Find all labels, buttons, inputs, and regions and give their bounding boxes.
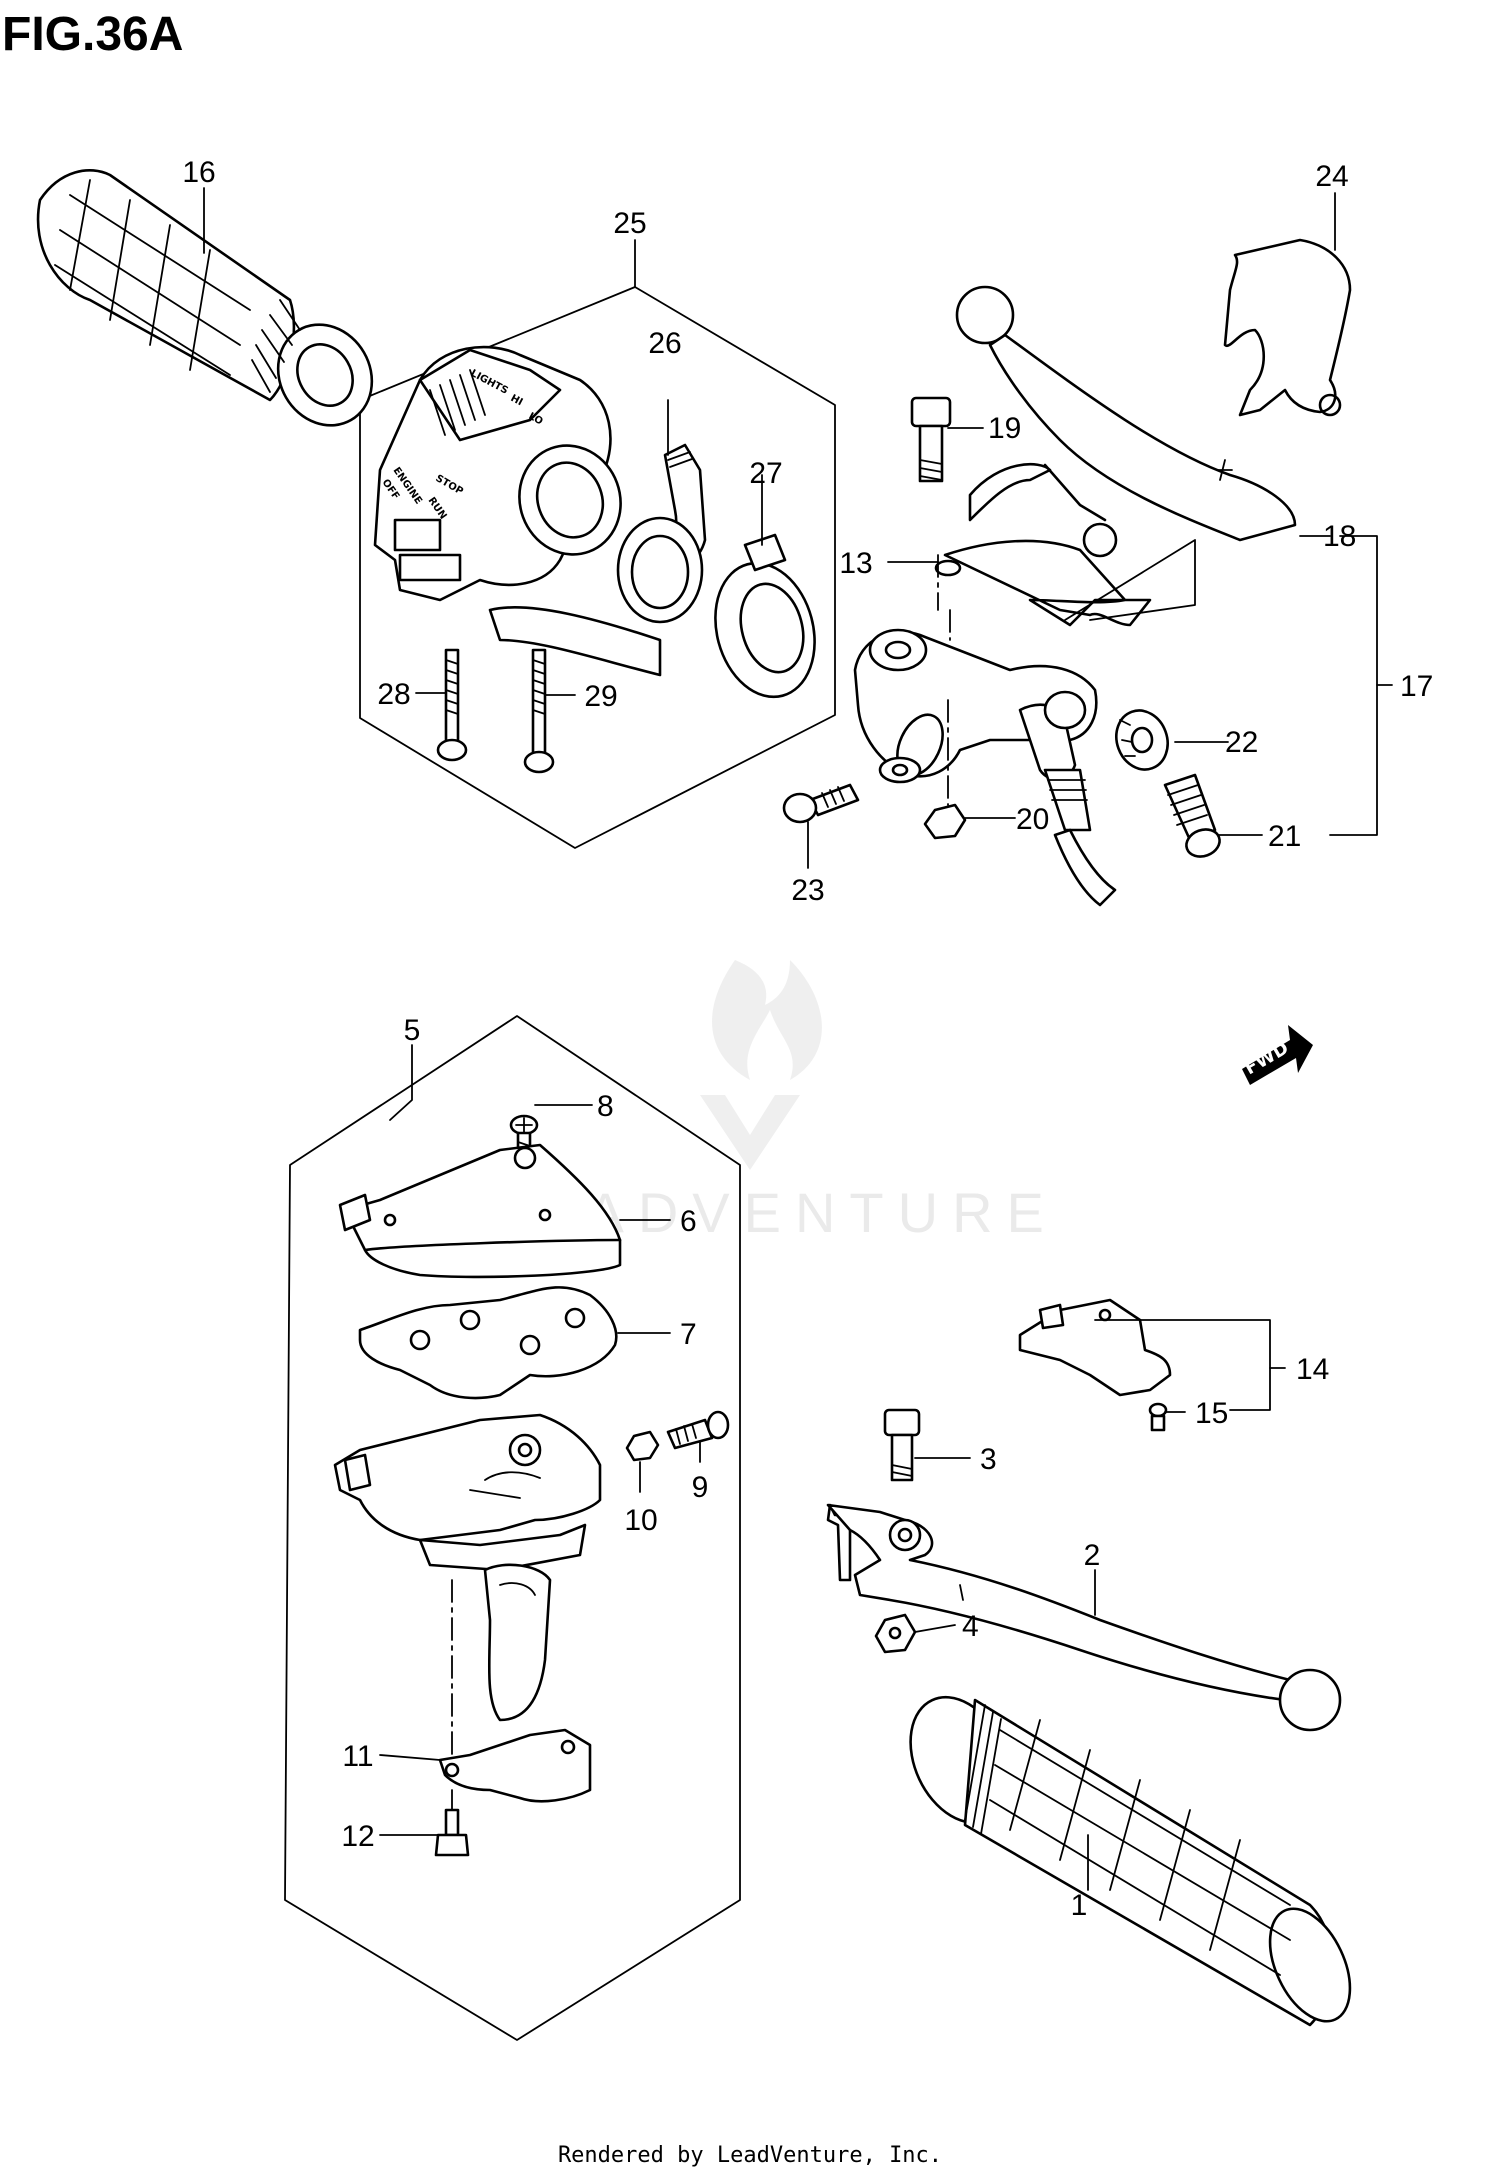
switch-housing: LIGHTS HI LO ENGINE STOP OFF RUN: [373, 345, 662, 677]
throttle-case-boundary: [284, 1015, 741, 2041]
callout-1: 1: [1071, 1889, 1088, 1922]
callout-19: 19: [988, 412, 1021, 445]
callout-2: 2: [1084, 1539, 1101, 1572]
callout-17: 17: [1400, 670, 1433, 703]
callout-8: 8: [597, 1090, 614, 1123]
callout-9: 9: [692, 1471, 709, 1504]
callout-10: 10: [624, 1504, 657, 1537]
lever-cover: [1223, 238, 1352, 417]
clamp-bolt: [782, 783, 860, 824]
bottom-bolt: [434, 1808, 470, 1857]
bottom-plate: [438, 1728, 592, 1803]
pivot-nut: [923, 803, 967, 840]
pivot-bolt: [910, 396, 952, 483]
callout-15: 15: [1195, 1397, 1228, 1430]
callout-23: 23: [791, 874, 824, 907]
brake-light-switch: [1018, 1298, 1172, 1397]
cover-gasket: [358, 1286, 618, 1400]
callout-27: 27: [749, 457, 782, 490]
grip-right: [909, 1695, 1352, 2027]
brake-lever-upper: [955, 285, 1297, 542]
leader-lines: [203, 187, 1393, 1891]
callout-5: 5: [404, 1014, 421, 1047]
locknut: [1115, 709, 1169, 771]
figure-title: FIG.36A: [2, 8, 183, 61]
adjuster-nut: [625, 1430, 660, 1462]
callout-labels: 1 2 3 4 5 6 7 8 9 10 11 12 13 14 15 16 1…: [182, 156, 1433, 1922]
callout-26: 26: [648, 327, 681, 360]
callout-4: 4: [962, 1610, 979, 1643]
switch-lever: [616, 443, 707, 624]
switch-screw: [1148, 1402, 1168, 1432]
lever-nut: [874, 1613, 917, 1654]
callout-3: 3: [980, 1443, 997, 1476]
callout-16: 16: [182, 156, 215, 189]
callout-28: 28: [377, 678, 410, 711]
callout-18: 18: [1323, 520, 1356, 553]
adjuster-screw: [666, 1410, 730, 1450]
callout-11: 11: [342, 1740, 373, 1773]
lever-bracket: [934, 462, 1152, 627]
throttle-case-body: [333, 1413, 602, 1722]
grip-left: [36, 169, 374, 427]
hi-label: HI: [509, 393, 525, 408]
switch-clamp: [714, 533, 816, 699]
brake-lever: [826, 1503, 1342, 1732]
lever-holder-body: [853, 628, 1117, 907]
callout-13: 13: [839, 547, 872, 580]
footer-credit: Rendered by LeadVenture, Inc.: [558, 2143, 942, 2168]
callout-21: 21: [1268, 820, 1301, 853]
callout-14: 14: [1296, 1353, 1329, 1386]
fwd-direction-badge: FWD: [1241, 1025, 1313, 1085]
callout-20: 20: [1016, 803, 1049, 836]
callout-25: 25: [613, 207, 646, 240]
callout-24: 24: [1315, 160, 1348, 193]
switch-screw-long: [523, 648, 555, 774]
callout-12: 12: [341, 1820, 374, 1853]
lever-bolt: [883, 1408, 921, 1482]
throttle-case-cover: [338, 1143, 622, 1279]
callout-22: 22: [1225, 726, 1258, 759]
callout-29: 29: [584, 680, 617, 713]
callout-6: 6: [680, 1205, 697, 1238]
callout-7: 7: [680, 1318, 697, 1351]
adjuster-bolt: [1163, 773, 1221, 858]
switch-screw-short: [436, 648, 468, 762]
